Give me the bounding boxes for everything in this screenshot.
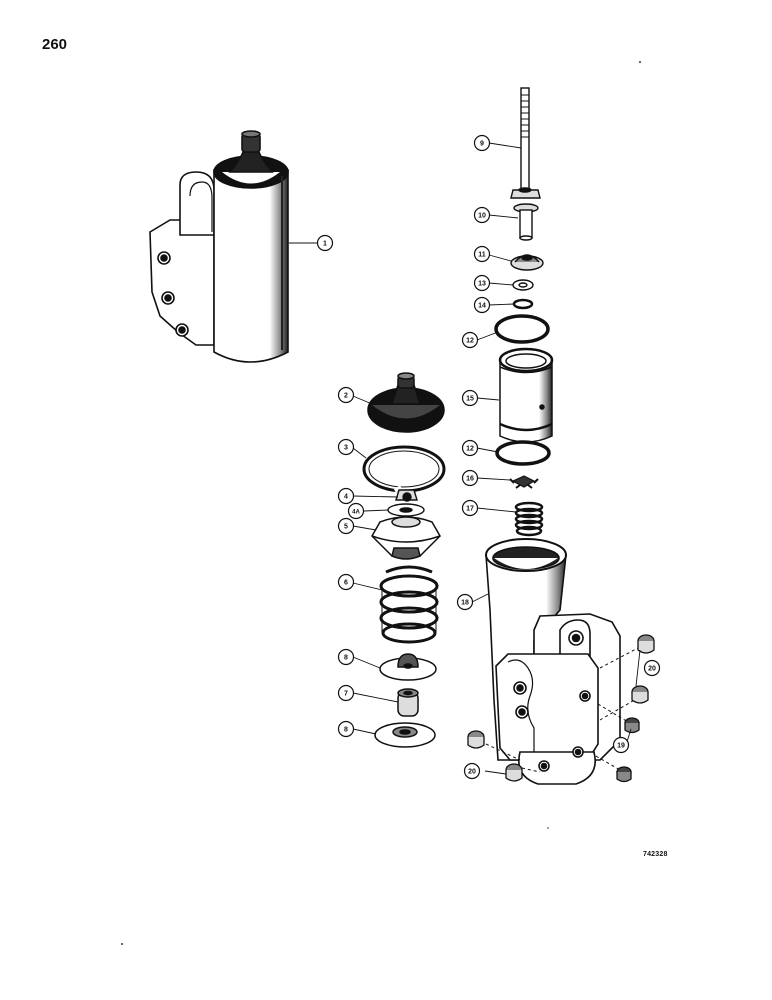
part-20-plug-a <box>637 634 655 654</box>
part-3-snap-ring <box>362 445 446 493</box>
part-20-plug-b <box>631 685 649 704</box>
callout-16-label: 16 <box>466 476 474 483</box>
part-19-cap-a <box>624 717 640 734</box>
part-2-diaphragm <box>367 372 445 433</box>
callout-12-lower: 12 <box>461 439 479 457</box>
callout-14-label: 14 <box>478 303 486 310</box>
callout-15: 15 <box>461 389 479 407</box>
callout-12-upper-label: 12 <box>466 338 474 345</box>
callout-6-label: 6 <box>344 580 348 587</box>
callout-8-lower: 8 <box>337 720 355 738</box>
part-11-cap <box>510 254 544 271</box>
callout-10: 10 <box>473 206 491 224</box>
part-4-nut <box>395 489 418 502</box>
callout-17: 17 <box>461 499 479 517</box>
callout-6: 6 <box>337 573 355 591</box>
callout-5: 5 <box>337 517 355 535</box>
callout-8-upper: 8 <box>337 648 355 666</box>
callout-15-label: 15 <box>466 396 474 403</box>
callout-2: 2 <box>337 386 355 404</box>
scan-speck <box>547 827 549 829</box>
callout-5-label: 5 <box>344 524 348 531</box>
scan-speck <box>639 61 641 63</box>
callout-3-label: 3 <box>344 445 348 452</box>
page-number: 260 <box>42 36 68 53</box>
callout-13-label: 13 <box>478 281 486 288</box>
callout-4-label: 4 <box>344 494 348 501</box>
callout-11-label: 11 <box>478 252 486 259</box>
callout-1-label: 1 <box>323 241 327 248</box>
callout-14: 14 <box>473 296 491 314</box>
callout-18: 18 <box>456 593 474 611</box>
figure-code: 742328 <box>643 851 668 858</box>
part-19-cap-b <box>616 766 632 783</box>
callout-11: 11 <box>473 245 491 263</box>
part-7-spacer <box>397 688 419 717</box>
callout-19: 19 <box>612 736 630 754</box>
callout-4a: 4A <box>347 502 365 520</box>
part-15-sleeve <box>498 347 554 443</box>
part-1-valve-assembly <box>149 130 289 363</box>
callout-4: 4 <box>337 487 355 505</box>
part-12-o-ring-lower <box>495 440 551 466</box>
part-10-plunger <box>513 203 539 241</box>
callout-18-label: 18 <box>461 600 469 607</box>
callout-16: 16 <box>461 469 479 487</box>
callout-20-left: 20 <box>463 762 481 780</box>
callout-1: 1 <box>316 234 334 252</box>
callout-9: 9 <box>473 134 491 152</box>
callout-12-upper: 12 <box>461 331 479 349</box>
part-4a-washer <box>387 503 425 517</box>
part-6-spring <box>379 565 439 644</box>
part-8-seat-upper <box>379 653 437 681</box>
part-20-plug-c <box>467 730 485 749</box>
callout-13: 13 <box>473 274 491 292</box>
callout-12-lower-label: 12 <box>466 446 474 453</box>
callout-2-label: 2 <box>344 393 348 400</box>
part-16-clip <box>509 475 539 489</box>
callout-17-label: 17 <box>466 506 474 513</box>
part-20-plug-d <box>505 763 523 782</box>
callout-9-label: 9 <box>480 141 484 148</box>
callout-20-left-label: 20 <box>468 769 476 776</box>
callout-19-label: 19 <box>617 743 625 750</box>
callout-4a-label: 4A <box>352 510 360 516</box>
callout-20-right-label: 20 <box>648 666 656 673</box>
callout-10-label: 10 <box>478 213 486 220</box>
part-9-valve-stem <box>510 87 541 199</box>
callout-3: 3 <box>337 438 355 456</box>
part-17-small-spring <box>514 501 544 537</box>
scan-speck <box>121 943 123 945</box>
part-13-washer <box>512 279 534 291</box>
callout-7: 7 <box>337 684 355 702</box>
part-5-spring-retainer <box>371 516 441 560</box>
part-8-seat-lower <box>374 722 436 748</box>
part-12-o-ring-upper <box>494 314 550 344</box>
part-18-valve-body <box>485 538 639 785</box>
callout-20-right: 20 <box>643 659 661 677</box>
callout-8-lower-label: 8 <box>344 727 348 734</box>
part-14-o-ring <box>512 298 534 310</box>
callout-8-upper-label: 8 <box>344 655 348 662</box>
callout-7-label: 7 <box>344 691 348 698</box>
leader-lines <box>289 142 641 775</box>
